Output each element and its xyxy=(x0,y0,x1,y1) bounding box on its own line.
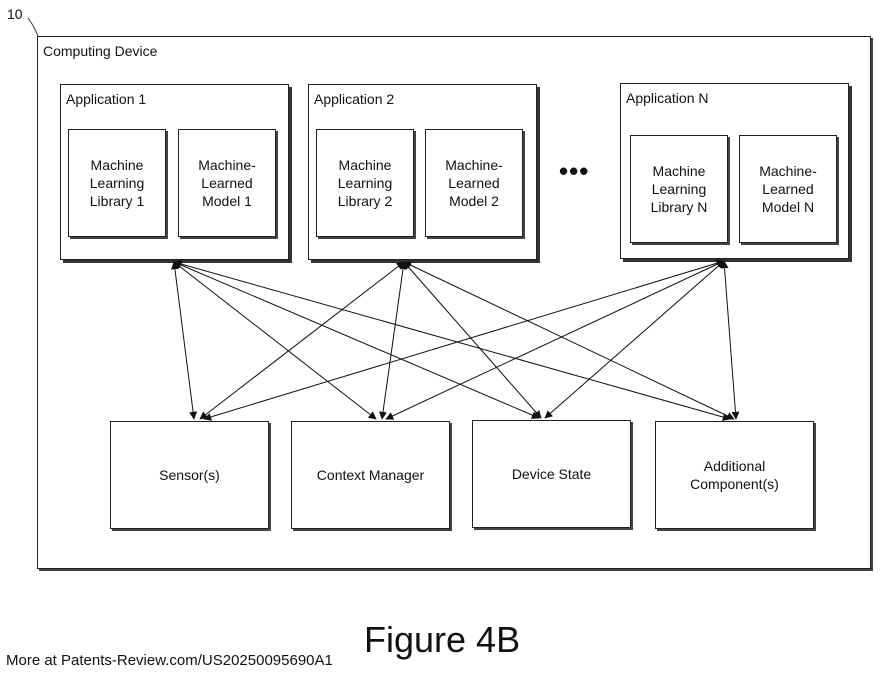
ml-library-2-box: Machine Learning Library 2 xyxy=(316,129,414,237)
sensors-box: Sensor(s) xyxy=(110,421,269,529)
computing-device-title: Computing Device xyxy=(43,43,158,59)
ml-model-n-box: Machine- Learned Model N xyxy=(739,135,837,243)
figure-label: Figure 4B xyxy=(364,619,521,660)
ellipsis-dots: ••• xyxy=(559,156,590,186)
application-n-title: Application N xyxy=(626,90,709,106)
ml-model-1-box: Machine- Learned Model 1 xyxy=(178,129,276,237)
ml-library-1-box: Machine Learning Library 1 xyxy=(68,129,166,237)
reference-number: 10 xyxy=(7,6,23,22)
application-2-box: Application 2 Machine Learning Library 2… xyxy=(308,84,537,260)
additional-components-box: Additional Component(s) xyxy=(655,421,814,529)
device-state-box: Device State xyxy=(472,420,631,528)
ml-library-n-box: Machine Learning Library N xyxy=(630,135,728,243)
application-2-title: Application 2 xyxy=(314,91,395,107)
application-1-title: Application 1 xyxy=(66,91,147,107)
ml-model-2-box: Machine- Learned Model 2 xyxy=(425,129,523,237)
application-1-box: Application 1 Machine Learning Library 1… xyxy=(60,84,289,260)
application-n-box: Application N Machine Learning Library N… xyxy=(620,83,849,259)
context-manager-box: Context Manager xyxy=(291,421,450,529)
source-footer: More at Patents-Review.com/US20250095690… xyxy=(6,652,333,669)
